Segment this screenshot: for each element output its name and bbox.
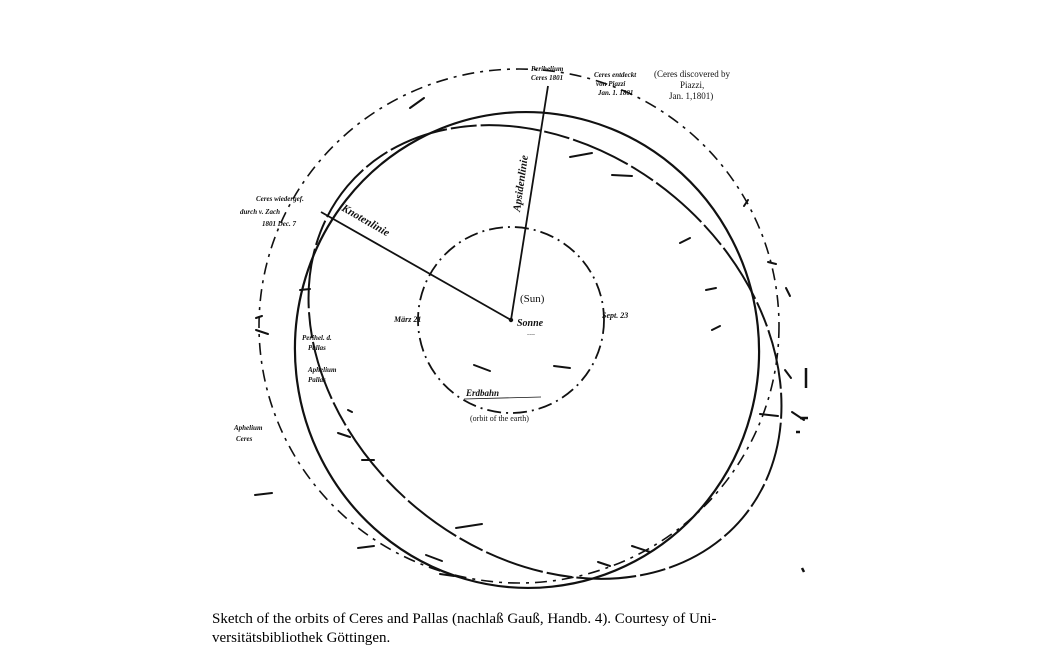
pallas-perihel-2: Pallas <box>308 344 326 352</box>
maerz-label: März 21 <box>393 315 421 324</box>
pallas-perihel-1: Perihel. d. <box>302 334 332 342</box>
sun-note: ~~~ <box>527 333 535 338</box>
aphelium-pallas-1: Aphelium <box>307 366 337 374</box>
sonne-handwritten: Sonne <box>517 318 544 329</box>
ceres-entdeckt-2: von Piazzi <box>596 80 625 88</box>
pallas-orbit-ellipse <box>307 124 783 580</box>
scan-artifacts <box>796 368 808 573</box>
ceres-orbit-ellipse <box>293 110 761 590</box>
earth-orbit-label: (orbit of the earth) <box>470 414 529 423</box>
figure-caption: Sketch of the orbits of Ceres and Pallas… <box>212 610 812 648</box>
aphelium-ceres-2: Ceres <box>236 435 253 443</box>
orbit-sketch-svg: (Sun) Sonne ~~~ (orbit of the earth) Erd… <box>233 65 808 590</box>
apsidal-line <box>510 85 549 321</box>
sept-label: Sept. 23 <box>602 311 628 320</box>
ceres-discovered-line3: Jan. 1,1801) <box>669 91 713 101</box>
aphelium-pallas-2: Pallas <box>308 376 326 384</box>
caption-line-2: versitätsbibliothek Göttingen. <box>212 630 391 646</box>
ceres-discovered-line2: Piazzi, <box>680 80 704 90</box>
ceres-entdeckt-3: Jan. 1. 1801 <box>597 89 633 97</box>
perihel-ceres-1: Perihelium <box>531 65 564 73</box>
outer-orbit-ellipse <box>258 68 780 584</box>
node-line-label: Knotenlinie <box>339 202 392 240</box>
node-line <box>320 211 512 321</box>
perihel-ceres-2: Ceres 1801 <box>531 74 563 82</box>
earth-orbit-circle <box>417 226 605 414</box>
sun-marker <box>508 317 514 323</box>
ceres-wiedergef-1: Ceres wiedergef. <box>256 195 304 203</box>
erdbahn-handwritten: Erdbahn <box>465 388 499 398</box>
ceres-wiedergef-3: 1801 Dec. 7 <box>262 220 297 228</box>
sun-label: (Sun) <box>520 293 545 305</box>
ceres-discovered-line1: (Ceres discovered by <box>654 69 730 79</box>
aphelium-ceres-1: Aphelium <box>233 424 263 432</box>
ceres-entdeckt-1: Ceres entdeckt <box>594 71 637 79</box>
erdbahn-underline <box>463 396 542 400</box>
orbit-tick-marks <box>254 97 805 577</box>
ceres-wiedergef-2: durch v. Zach <box>240 208 280 216</box>
apsidal-line-label: Apsidenlinie <box>511 154 531 213</box>
caption-line-1: Sketch of the orbits of Ceres and Pallas… <box>212 611 717 627</box>
